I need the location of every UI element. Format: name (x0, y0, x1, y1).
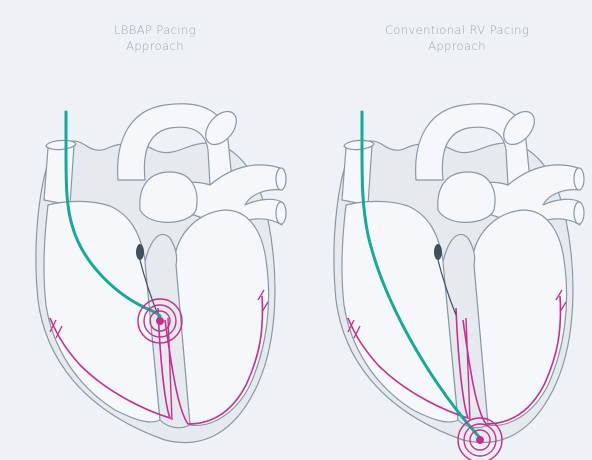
his-lead-tip (434, 244, 442, 260)
vena-cava (342, 145, 372, 205)
rv-target-rings (458, 418, 502, 460)
pa-branch-2 (574, 202, 584, 224)
pa-branch-1 (574, 168, 584, 190)
pulmonary-trunk (438, 172, 495, 222)
left-ventricle-wall (473, 210, 567, 425)
